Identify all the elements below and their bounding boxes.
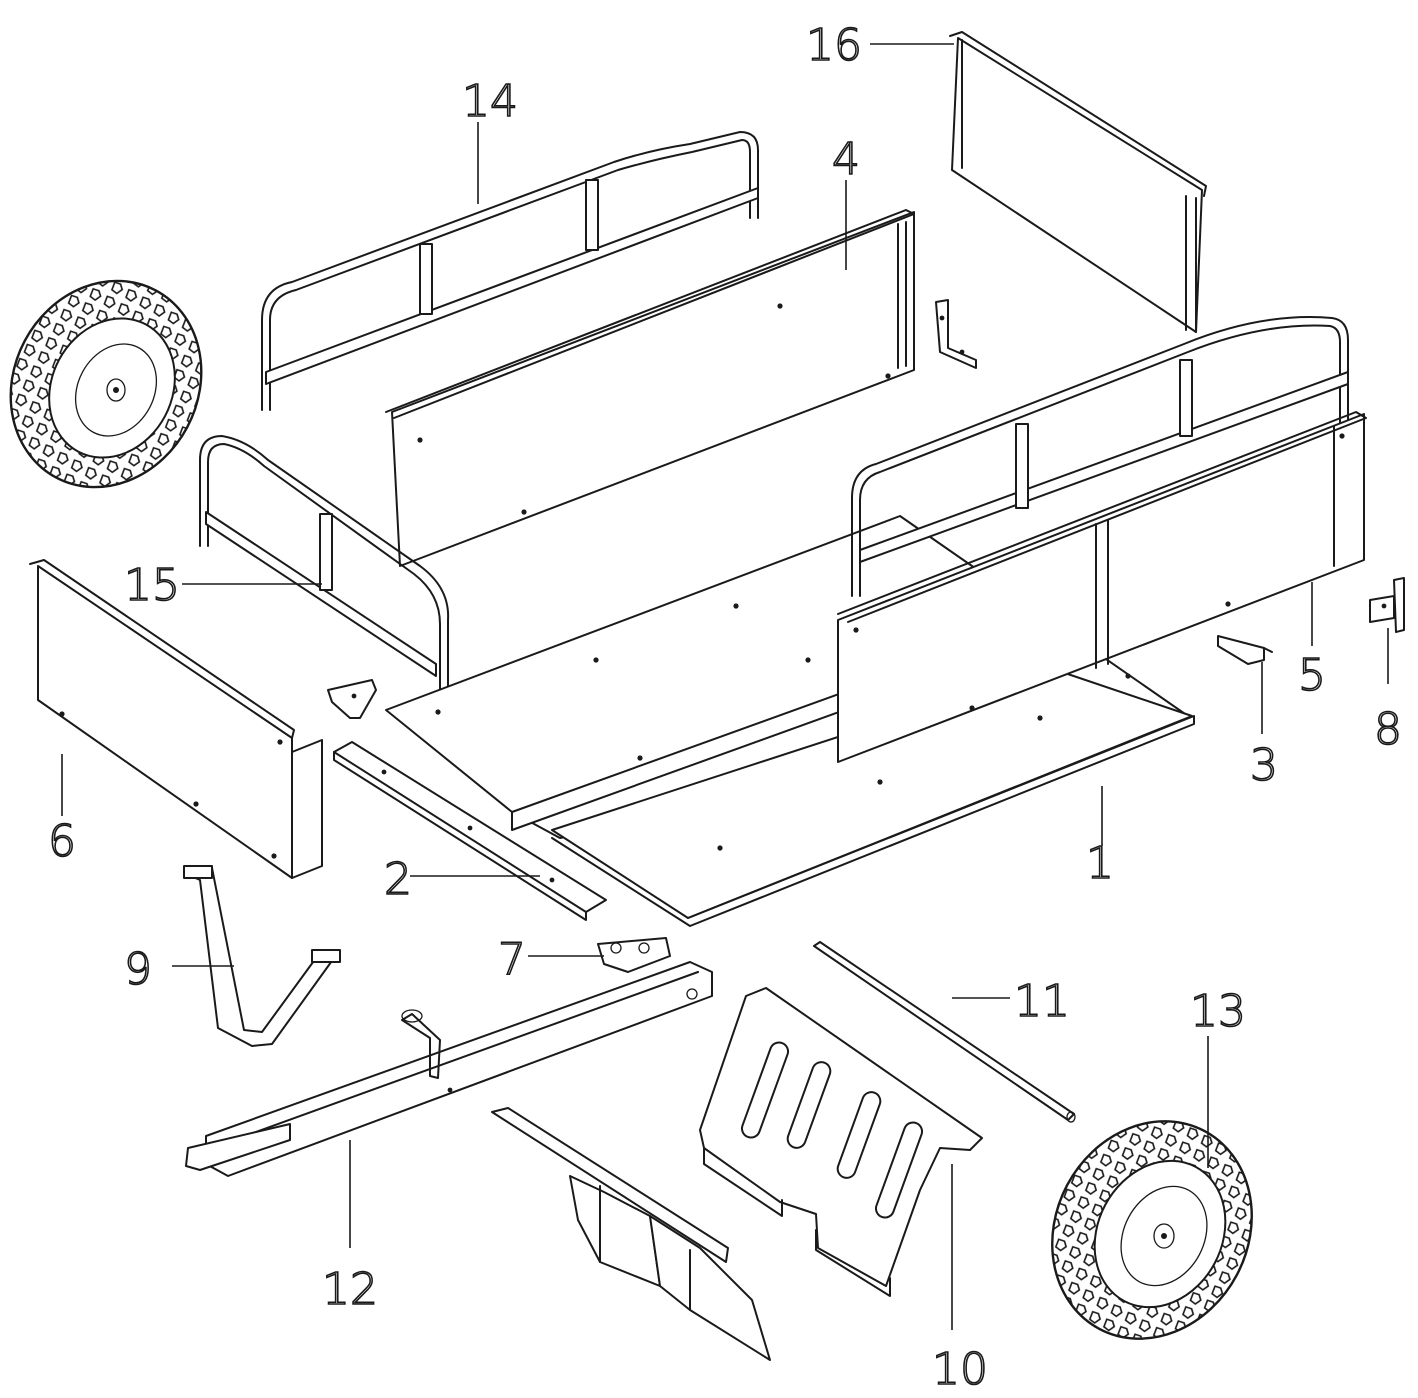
callout-16: 16 [806, 20, 862, 71]
leader-lines [61, 43, 1389, 1330]
part-16-end-panel [949, 31, 1207, 333]
part-5-side-panel [837, 316, 1367, 763]
part-3-floor-bracket [1217, 635, 1273, 665]
part-9-v-brace [183, 865, 341, 1047]
part-12-drawbar [185, 961, 713, 1177]
lower-frame-bracket [491, 1107, 771, 1361]
part-14-top-rail [261, 131, 759, 411]
callout-10: 10 [932, 1344, 988, 1395]
callout-4: 4 [832, 134, 860, 185]
callout-14: 14 [462, 76, 518, 127]
part-2-cross-angle [333, 741, 607, 921]
part-10-axle-plate [699, 987, 983, 1297]
part-8-bracket [1369, 577, 1405, 633]
callout-12: 12 [322, 1264, 378, 1315]
callout-11: 11 [1014, 976, 1070, 1027]
part-11-axle-rod [813, 941, 1076, 1123]
part-13-wheel-right [1051, 1120, 1253, 1340]
callout-9: 9 [124, 944, 152, 995]
callout-8: 8 [1374, 704, 1402, 755]
part-4-side-panel [385, 209, 915, 567]
callout-1: 1 [1086, 838, 1114, 889]
callout-labels: 16 14 4 15 5 8 3 6 1 2 9 7 11 13 12 10 [47, 19, 1403, 1396]
callout-5: 5 [1298, 650, 1326, 701]
part-6-end-gate [29, 559, 323, 879]
wheel-left [9, 279, 203, 489]
part-7-clamp [597, 937, 671, 973]
callout-13: 13 [1190, 986, 1246, 1037]
part-15-front-rail [199, 435, 450, 703]
hinge-bracket [327, 679, 377, 719]
callout-15: 15 [124, 560, 180, 611]
callout-6: 6 [48, 816, 76, 867]
callout-2: 2 [384, 854, 412, 905]
corner-bracket [935, 299, 977, 369]
callout-7: 7 [498, 934, 526, 985]
callout-3: 3 [1250, 740, 1278, 791]
